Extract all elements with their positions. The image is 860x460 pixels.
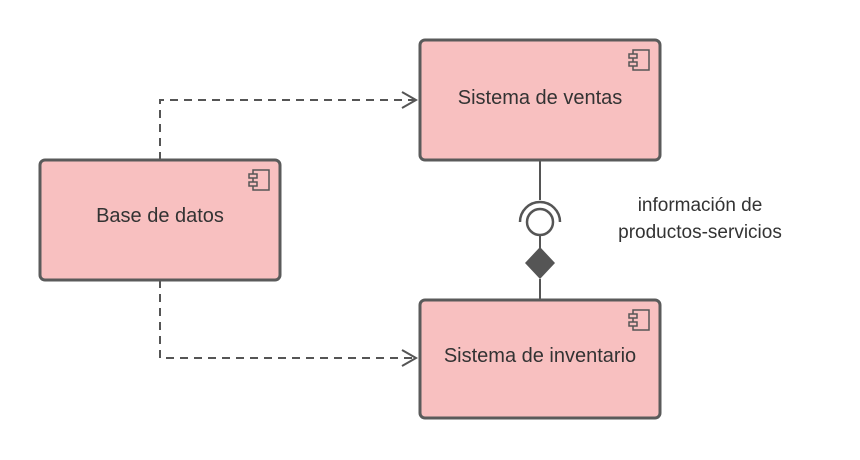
interface-label-line1: información de [638,195,763,216]
dependency-arrow-to-sistema-de-inventario[interactable] [159,280,419,367]
component-sistema-de-ventas[interactable]: Sistema de ventas [418,38,662,162]
uml-component-icon [628,49,650,71]
component-label-base-de-datos: Base de datos [96,205,224,227]
lollipop-ball-icon [525,207,555,237]
component-base-de-datos[interactable]: Base de datos [38,158,282,282]
socket-icon [518,200,562,223]
component-sistema-de-inventario[interactable]: Sistema de inventario [418,298,662,420]
uml-component-icon [248,169,270,191]
component-label-sistema-de-ventas: Sistema de ventas [458,87,623,109]
interface-label-line2: productos-servicios [618,222,782,243]
component-label-sistema-de-inventario: Sistema de inventario [444,345,636,367]
uml-component-icon [628,309,650,331]
dependency-arrow-to-sistema-de-ventas[interactable] [159,91,419,160]
diamond-icon [525,247,555,279]
interface-annotation: información de productos-servicios [618,195,782,243]
assembly-connector[interactable] [518,160,562,300]
